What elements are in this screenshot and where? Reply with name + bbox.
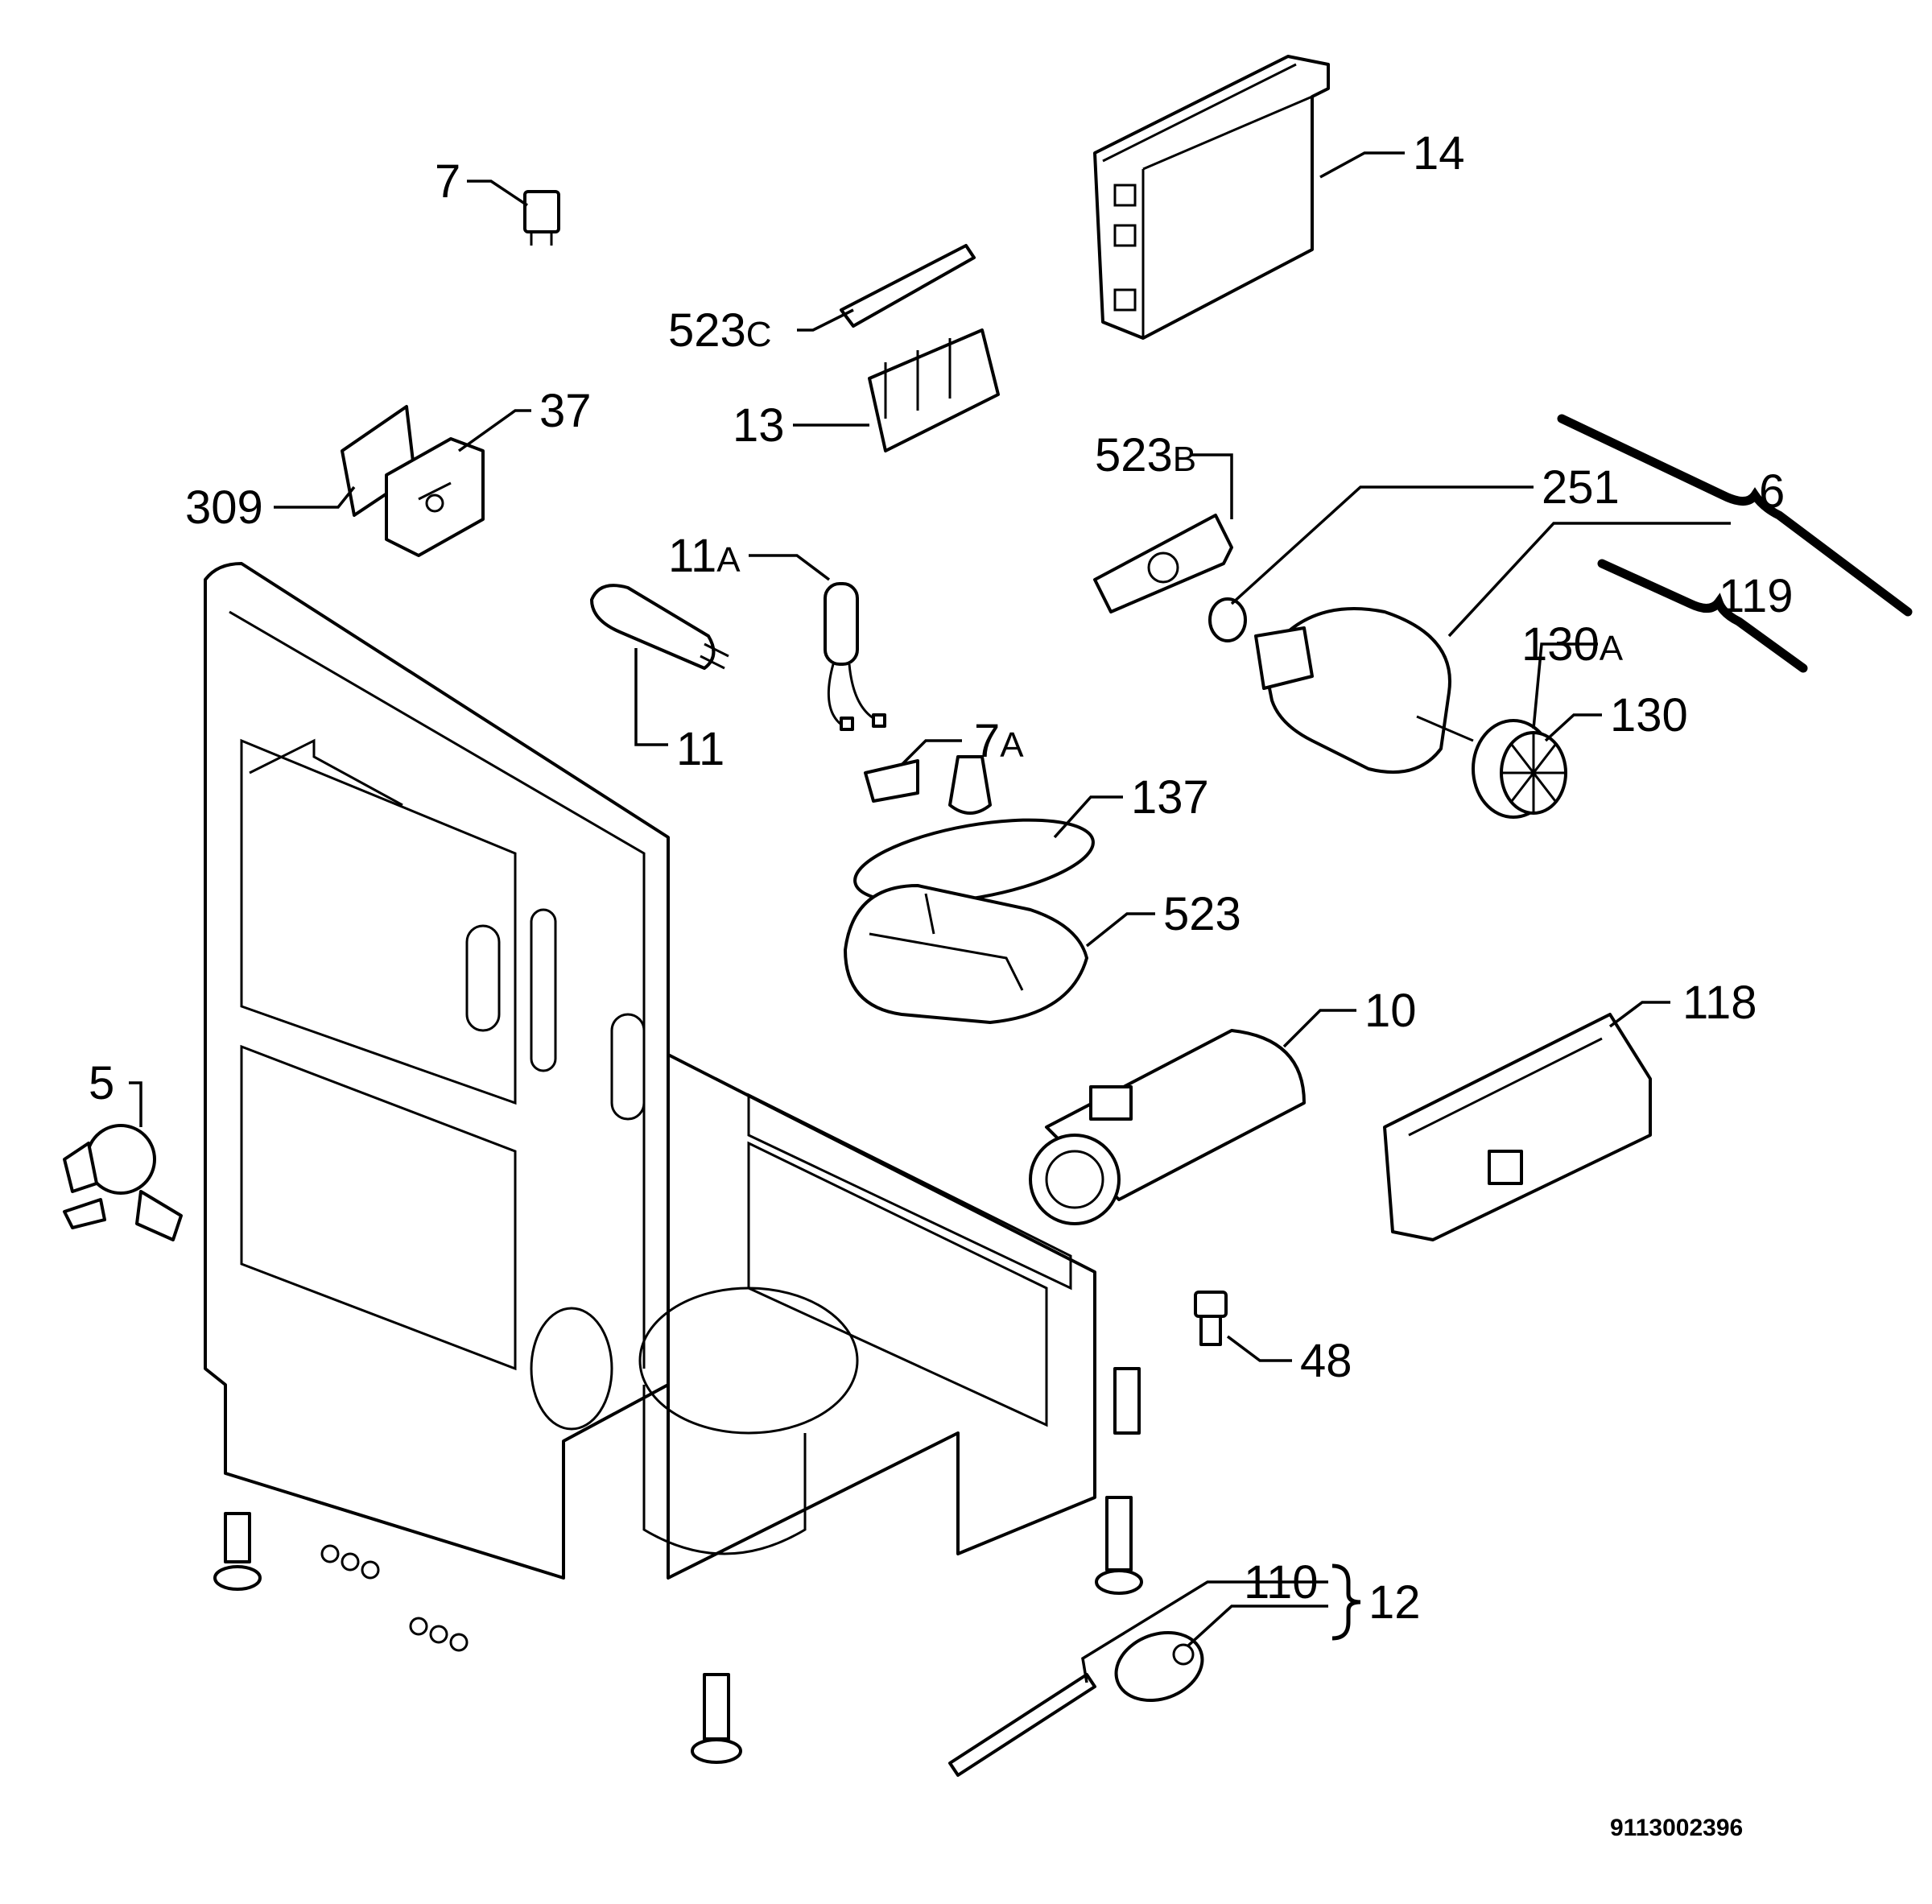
part-11-capacitor [590, 584, 729, 670]
callout-251: 251 [1542, 461, 1620, 514]
part-48-sensor [1194, 1291, 1228, 1346]
part-10-heater [1029, 1029, 1306, 1225]
callout-10: 10 [1364, 985, 1417, 1037]
callout-523: 523 [1163, 888, 1241, 940]
part-118-detergent-dispenser [1383, 1013, 1652, 1241]
part-7-clip [523, 190, 560, 246]
part-137-float-cover [853, 755, 1095, 905]
callout-137: 137 [1131, 771, 1209, 824]
callout-309: 309 [185, 481, 263, 534]
drawing-number: 9113002396 [1610, 1815, 1743, 1841]
callout-523b: 523B [1095, 429, 1196, 481]
callout-7: 7 [435, 155, 460, 208]
part-11a-capacitor-lead [824, 582, 886, 731]
callout-48: 48 [1300, 1335, 1352, 1387]
part-110-pressure-switch [948, 1630, 1204, 1777]
part-6-pump-motor [1254, 607, 1474, 774]
callout-7a: 7A [974, 715, 1024, 767]
callout-13: 13 [733, 399, 785, 452]
callout-11: 11 [676, 723, 724, 775]
part-523-sump [844, 884, 1088, 1024]
callout-130a: 130A [1521, 618, 1624, 671]
callout-6: 6 [1759, 465, 1785, 518]
callout-130: 130 [1610, 689, 1688, 741]
part-523b-bracket [1093, 514, 1233, 613]
callout-5: 5 [89, 1057, 114, 1109]
part-7a-sensor [864, 759, 919, 803]
leader-lines [129, 151, 1731, 1683]
callout-37: 37 [539, 385, 592, 437]
part-251-seal [1208, 597, 1247, 642]
part-37-actuator [385, 437, 485, 557]
part-14-control-module [1093, 55, 1330, 340]
tub-frame [204, 562, 1143, 1764]
part-5-inlet-valve [63, 1124, 183, 1241]
callout-523c: 523C [668, 304, 772, 357]
assembly-braces [1331, 414, 1913, 1641]
callout-11a: 11A [668, 530, 741, 582]
part-130-impeller [1472, 719, 1567, 819]
leveling-feet [213, 1367, 1143, 1764]
callout-119: 119 [1719, 570, 1793, 622]
part-13-connector-block [868, 328, 1000, 452]
part-523c-bracket [840, 244, 976, 328]
callout-labels: 7 523C 13 37 309 11A 11 7A 14 523B 251 6… [89, 127, 1793, 1629]
callout-118: 118 [1682, 977, 1757, 1029]
callout-14: 14 [1413, 127, 1465, 180]
callout-110: 110 [1244, 1556, 1318, 1609]
callout-12: 12 [1368, 1576, 1421, 1629]
